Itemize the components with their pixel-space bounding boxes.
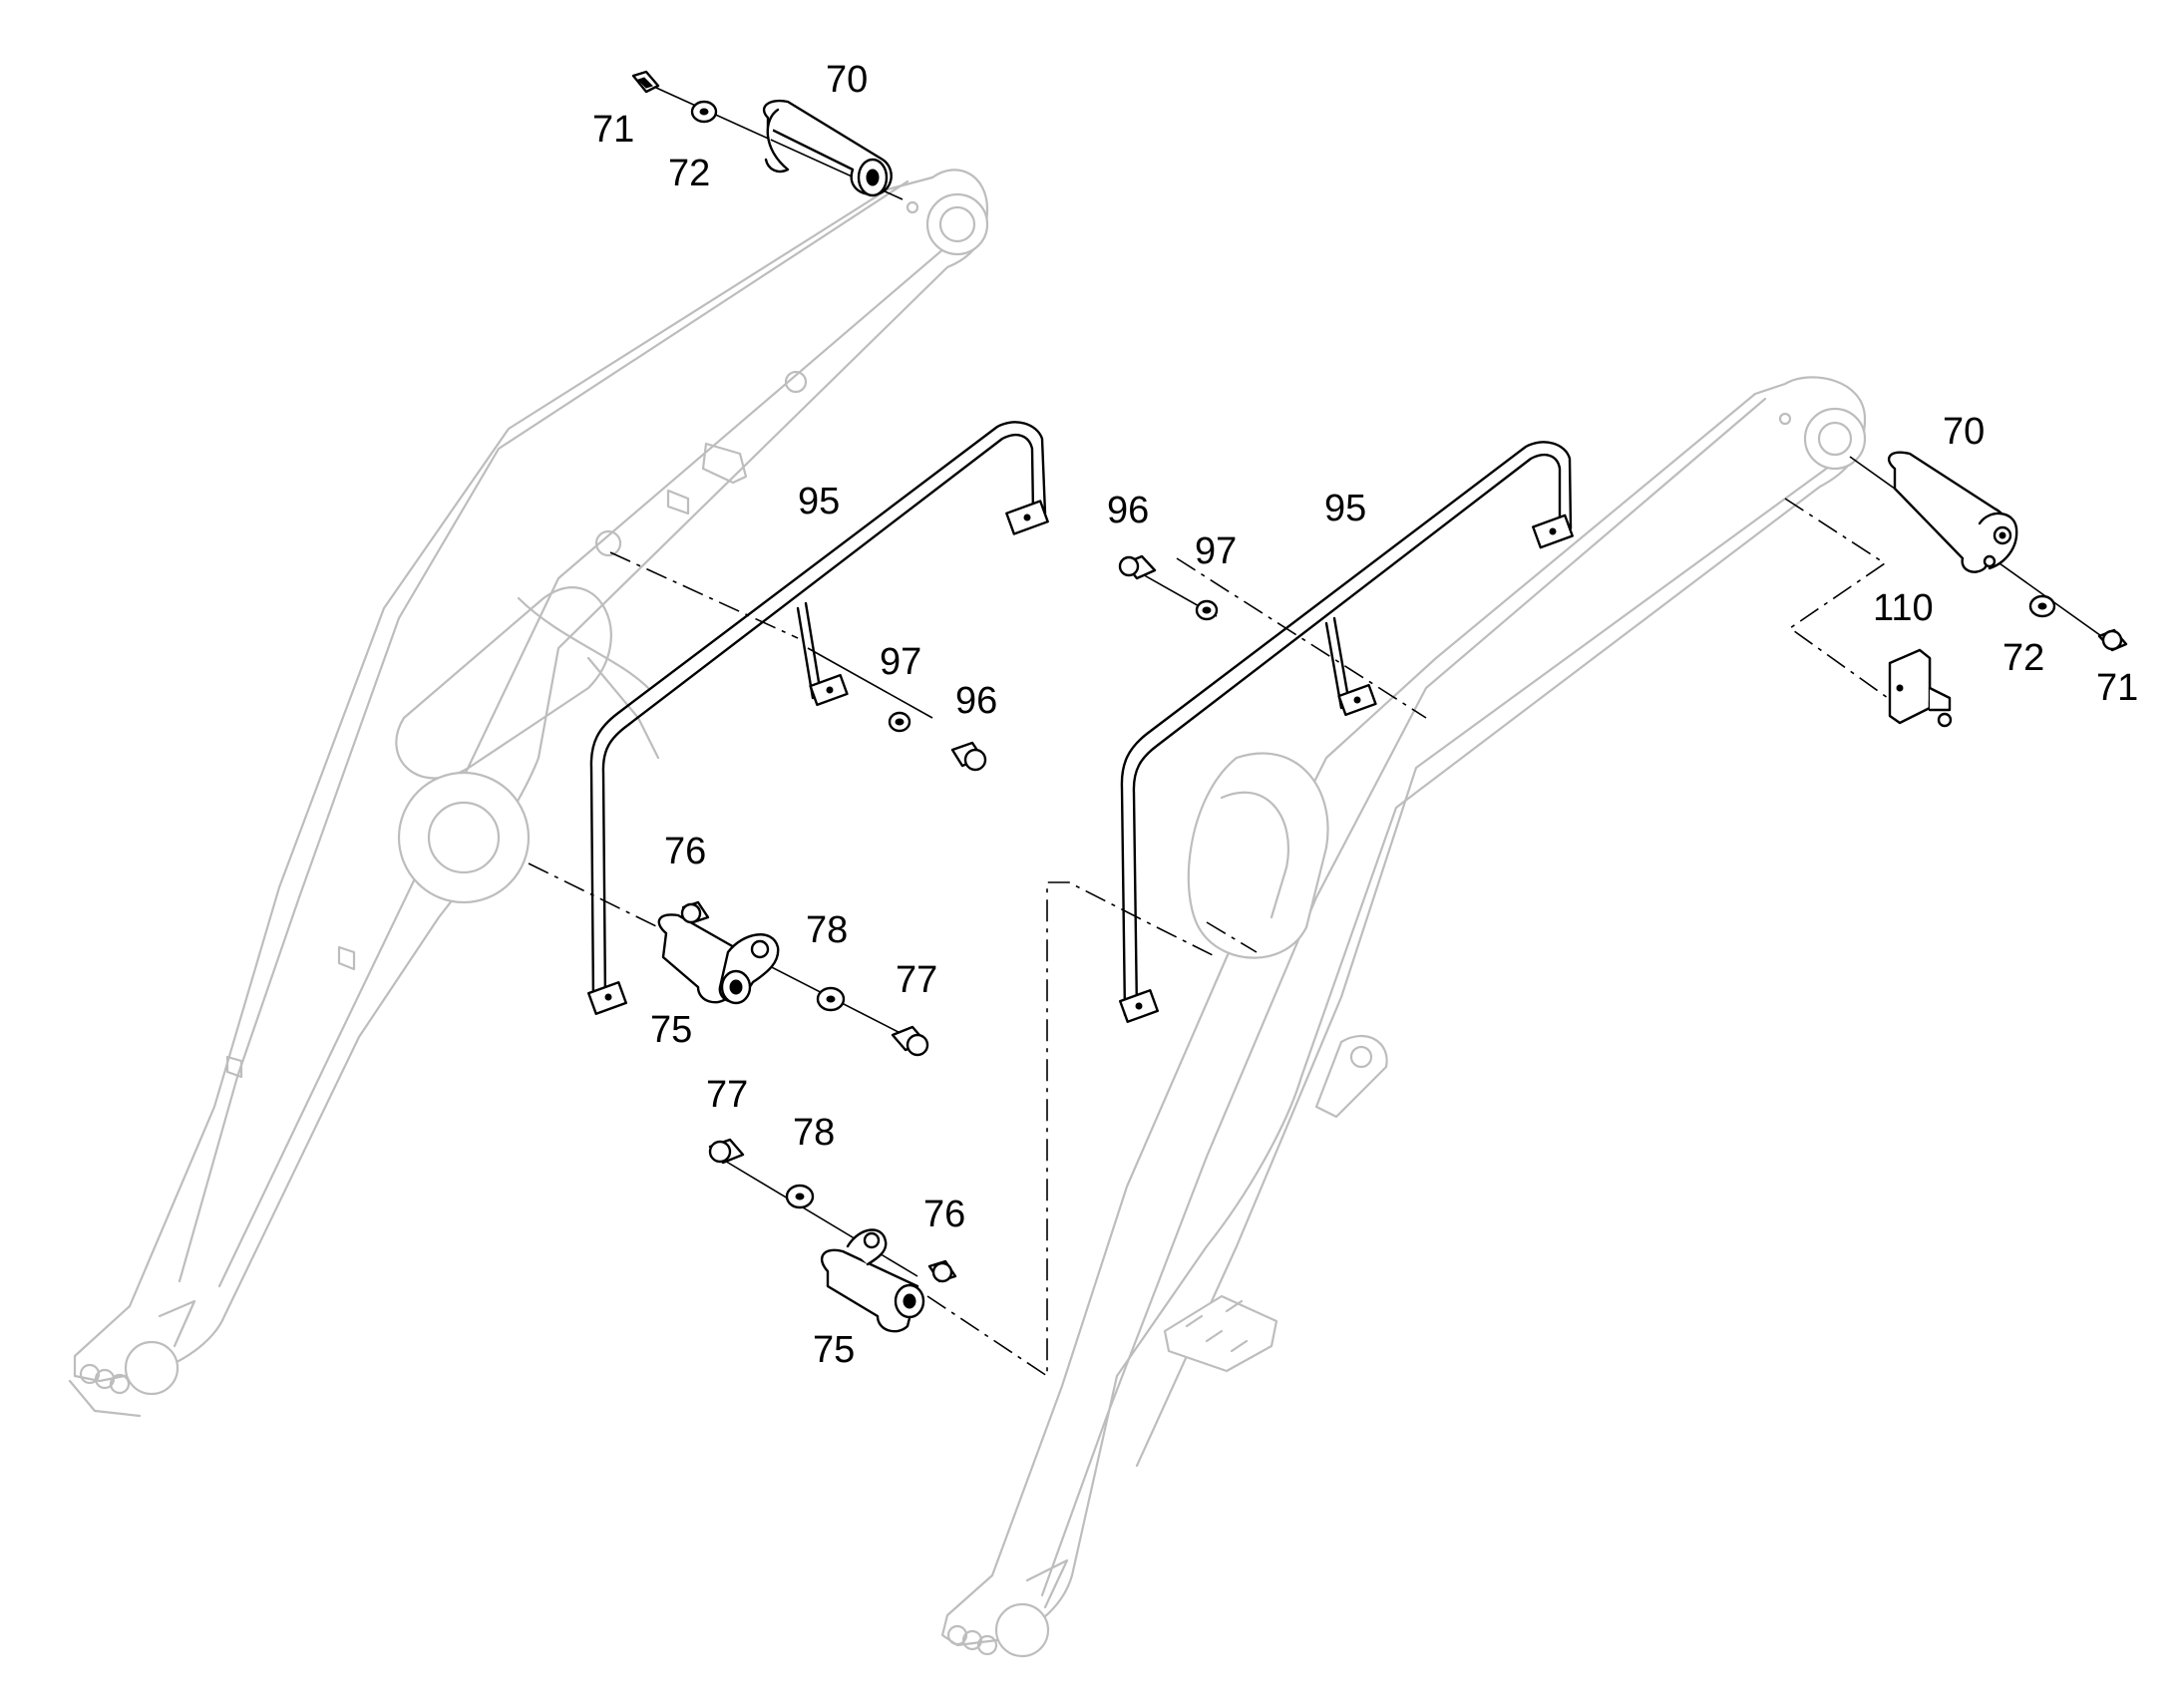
callout-71: 71 [592, 109, 634, 151]
bolt-71-top [631, 70, 660, 94]
bracket-95-right [1119, 441, 1574, 1024]
callout-96: 96 [955, 680, 997, 722]
washer-72-right [2028, 594, 2056, 618]
callout-78: 78 [793, 1112, 835, 1154]
callout-75: 75 [650, 1009, 692, 1051]
washer-78-upper [816, 986, 846, 1012]
callout-77: 77 [706, 1074, 748, 1116]
callout-72: 72 [668, 153, 710, 194]
callout-labels: 70 71 72 95 97 96 76 78 77 75 77 78 76 7… [592, 59, 2138, 1371]
callout-75: 75 [813, 1329, 855, 1371]
callout-70: 70 [826, 59, 868, 101]
callout-72: 72 [2002, 637, 2044, 679]
bushing-76-upper [680, 900, 710, 924]
washer-97-right [1195, 599, 1219, 621]
callout-70: 70 [1943, 411, 1985, 453]
washer-97-left [888, 711, 911, 733]
washer-72-top [690, 100, 718, 124]
left-boom-arm [68, 169, 989, 1418]
pin-70-top [762, 99, 893, 197]
washer-78-lower [785, 1184, 815, 1209]
callout-97: 97 [880, 641, 921, 683]
callout-76: 76 [923, 1194, 965, 1235]
callout-77: 77 [896, 959, 937, 1001]
bolt-96-right [1118, 554, 1157, 580]
callout-97: 97 [1195, 530, 1237, 572]
callout-95: 95 [798, 481, 840, 522]
bolt-77-lower [708, 1138, 745, 1165]
callout-95: 95 [1324, 488, 1366, 529]
pin-75-lower [821, 1228, 925, 1333]
callout-71: 71 [2096, 667, 2138, 709]
callout-76: 76 [664, 831, 706, 872]
callout-110: 110 [1873, 587, 1934, 629]
bushing-76-lower [927, 1259, 957, 1283]
pin-70-right [1888, 451, 2018, 573]
pin-75-upper [657, 913, 780, 1005]
bolt-96-left [950, 741, 987, 772]
bracket-95-left [587, 421, 1049, 1016]
switch-110 [1888, 648, 1953, 728]
bolt-71-right [2097, 628, 2128, 652]
callout-78: 78 [806, 909, 848, 951]
bolt-77-upper [891, 1025, 929, 1057]
callout-96: 96 [1107, 490, 1149, 531]
right-boom-arm [940, 376, 1867, 1658]
leader-lines [528, 87, 2105, 1378]
